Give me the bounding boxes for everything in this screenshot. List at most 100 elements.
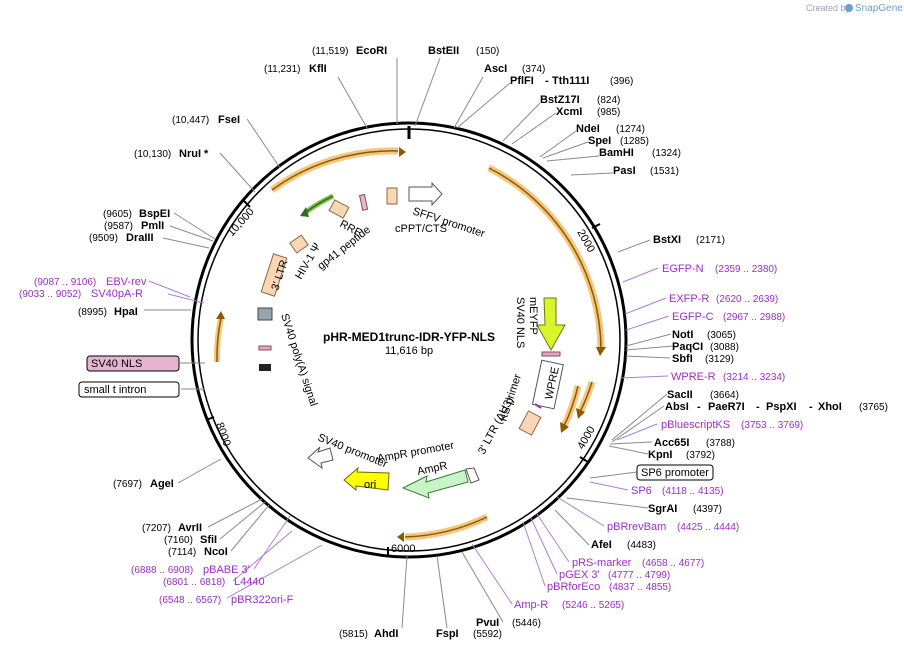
sp6-promoter-box-label: SP6 promoter [641,467,709,479]
site-name: XcmI [556,106,582,118]
site-pos: (8995) [78,307,107,318]
sv40-nls-mark [258,345,272,351]
leader-acc65i [609,441,653,445]
site-name: HpaI [114,306,138,318]
primer-name: pBR322ori-F [231,594,294,606]
site-pos: (3088) [710,342,739,353]
hiv-psi-block [289,234,309,254]
arrowhead-icon [300,207,309,217]
leader-nrui [219,152,256,193]
plasmid-name: pHR-MED1trunc-IDR-YFP-NLS [323,330,495,344]
leader-wpre-r [619,375,669,379]
gp41-block [358,193,369,211]
orange-arc-bottom-line [404,516,488,538]
tick-label-10000: 10,000 [225,206,256,239]
site-pos: (9605) [103,209,132,220]
site-pos: (3792) [686,450,715,461]
leader-bsteii [414,57,441,127]
primer-pos: (2967 .. 2988) [723,312,785,323]
site-pos: (3765) [859,402,888,413]
site-name: Acc65I [654,437,689,449]
tick-mark-8000 [205,416,215,421]
sp6-promoter-box [636,464,714,481]
small-t-intron-box [78,381,180,398]
primer-sites: (9087 .. 9106) EBV-rev (9033 .. 9052) SV… [19,263,803,611]
ks-primer-mark [534,403,542,409]
site-name: DraIII [126,232,154,244]
site-name: PaeR7I [708,401,745,413]
leader-pbabe3 [253,515,291,570]
leader-fspi [436,555,448,629]
tick-label-4000: 4000 [575,424,598,451]
site-sep: - [756,401,760,413]
primer-name: EXFP-R [669,293,709,305]
ori-arrow [343,466,390,492]
site-name: AfeI [591,539,612,551]
primer-name: pBABE 3' [203,564,250,576]
site-pos: (3129) [705,354,734,365]
primer-name: EGFP-C [672,311,714,323]
leader-sp6 [589,481,629,491]
leader-xcmi [511,112,557,145]
primer-name: SP6 [631,485,652,497]
site-pos: (7160) [164,535,193,546]
leader-ahdi [401,555,408,629]
site-pos: (9509) [89,233,118,244]
primer-pos: (3753 .. 3769) [741,420,803,431]
site-name: XhoI [818,401,842,413]
site-name: NotI [672,329,693,341]
site-name: BstXI [653,234,681,246]
site-name: AbsI [665,401,689,413]
site-pos: (11,519) [312,46,349,57]
site-pos: (11,231) [264,64,301,75]
site-name: EcoRI [356,45,387,57]
primer-pos: (4837 .. 4855) [609,582,671,593]
primer-name: L4440 [234,576,265,588]
site-pos: (10,130) [134,149,171,160]
leader-pbluescriptks [616,423,658,441]
primer-pos: (5246 .. 5265) [562,600,624,611]
site-name: Tth111I [552,75,589,87]
primer-name: pBRforEco [547,581,600,593]
leader-pgex3 [530,517,558,575]
leader-bstz17i [502,102,541,142]
cppt-label: cPPT/CTS [395,223,447,235]
sv40-nls-box-label: SV40 NLS [91,358,142,370]
site-pos: (985) [597,107,620,118]
ltr-du3-label: 3' LTR (ΔU3) [476,395,516,456]
leader-agei [177,458,222,484]
primer-name: WPRE-R [671,371,716,383]
site-name: BamHI [599,147,634,159]
leader-ncoi [230,504,270,552]
leader-sfii [219,501,266,540]
site-pos: (824) [597,95,620,106]
site-name: SpeI [588,135,611,147]
primer-pos: (2359 .. 2380) [715,264,777,275]
primer-pos: (9033 .. 9052) [19,289,81,300]
leader-pflfi [456,82,511,129]
primer-name: pGEX 3' [559,569,600,581]
boxed-labels: SV40 NLS small t intron SP6 promoter [78,355,714,481]
site-pos: (374) [522,64,545,75]
site-name: PaqCI [672,341,703,353]
site-name: AscI [484,63,507,75]
arrowhead-icon [397,532,404,542]
restriction-sites: (11,519) EcoRI BstEII (150) (11,231) Kfl… [78,45,888,640]
ampr-promoter-block [465,467,480,484]
leader-kfli [337,76,368,129]
leader-pasi [570,172,614,176]
site-pos: (3664) [710,390,739,401]
site-name: NruI * [179,148,209,160]
site-name: PasI [613,165,636,177]
sv40nls-inner-mark [541,351,561,357]
site-pos: (3065) [707,330,736,341]
leader-afei [554,509,590,546]
leader-pmli [169,225,214,242]
site-name: BstZ17I [540,94,580,106]
leader-fsei [246,118,281,169]
leader-pbrforeco [522,521,546,587]
primer-pos: (4777 .. 4799) [608,570,670,581]
site-pos: (3788) [706,438,735,449]
site-name: AhdI [374,628,398,640]
site-pos: (4483) [627,540,656,551]
